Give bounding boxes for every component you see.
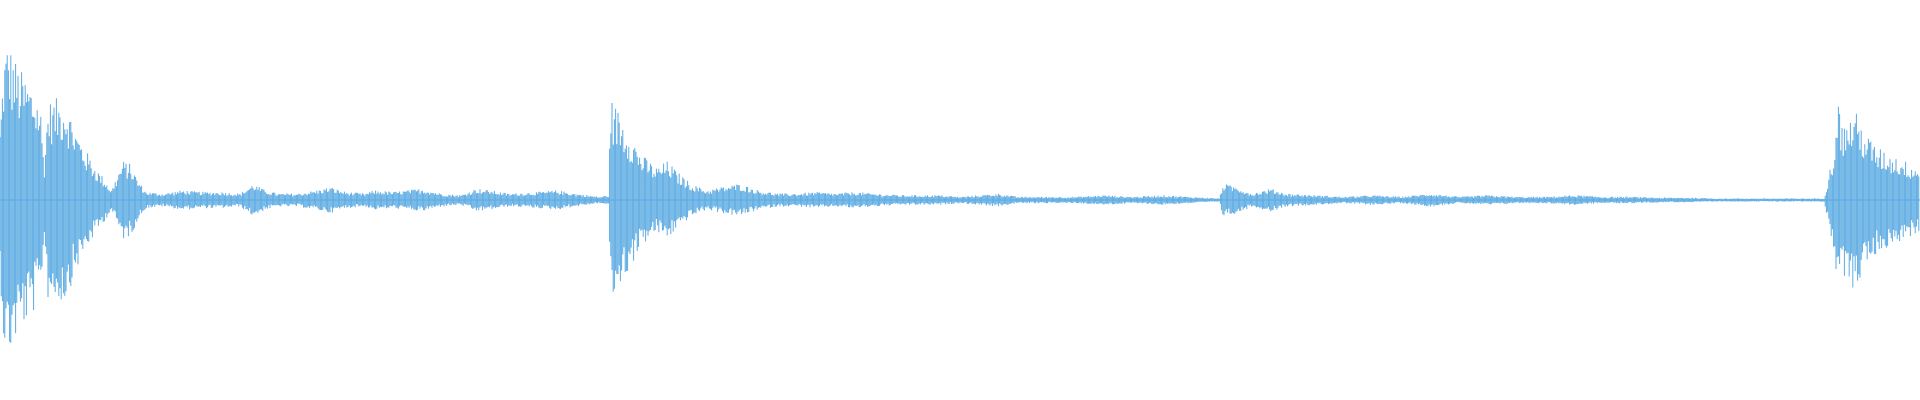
waveform-trace [0, 55, 1920, 343]
waveform-lines [0, 55, 1920, 343]
